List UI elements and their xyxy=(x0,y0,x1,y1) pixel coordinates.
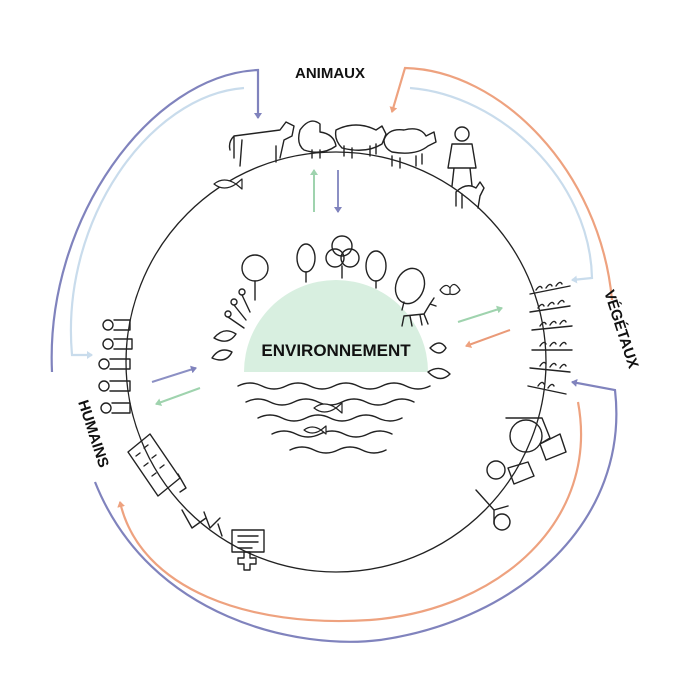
outer-arcs xyxy=(50,66,618,643)
label-environnement: ENVIRONNEMENT xyxy=(261,341,411,360)
flower-icon xyxy=(224,288,251,329)
bat-icon xyxy=(439,283,461,296)
environment-dome xyxy=(244,280,428,372)
leaf-icon xyxy=(211,330,451,380)
farmer-tractor-icon xyxy=(475,489,511,531)
arc-humains-animaux xyxy=(50,68,262,373)
tree-icon xyxy=(241,235,426,311)
arc-humains-vegetaux xyxy=(93,378,618,643)
person-icon xyxy=(98,319,133,414)
pharmacy-icon xyxy=(231,529,265,571)
building-icon xyxy=(127,433,187,497)
inner-arrows xyxy=(151,169,511,407)
chicken-icon xyxy=(297,120,337,159)
fish-icon xyxy=(303,402,343,435)
arrow-env-to-humains xyxy=(155,387,201,407)
animals-group xyxy=(213,120,485,209)
tractor-icon xyxy=(486,417,567,485)
cow-icon xyxy=(228,121,295,167)
humans-group xyxy=(98,319,265,571)
pig-icon xyxy=(334,124,387,159)
label-humains: HUMAINS xyxy=(74,398,112,470)
arrow-vegetaux-to-env xyxy=(465,329,511,349)
environment-core: ENVIRONNEMENT xyxy=(211,235,461,454)
label-vegetaux: VÉGÉTAUX xyxy=(600,288,641,371)
crop-icon xyxy=(527,281,573,395)
cheese-icon xyxy=(181,509,223,537)
label-animaux: ANIMAUX xyxy=(295,65,365,82)
wave-icon xyxy=(237,382,431,454)
farmer-icon xyxy=(447,126,477,187)
arc-animaux-vegetaux xyxy=(409,86,594,284)
arc-vegetaux-animaux xyxy=(389,66,614,301)
arrow-humains-to-env xyxy=(151,365,197,383)
dog-icon xyxy=(455,181,485,209)
fish-icon xyxy=(213,178,243,190)
sheep-icon xyxy=(383,128,437,169)
arc-animaux-humains xyxy=(69,86,245,359)
deer-icon xyxy=(401,297,437,327)
arrow-env-to-vegetaux xyxy=(457,305,503,323)
inner-circle xyxy=(125,151,547,573)
arc-vegetaux-humains xyxy=(117,401,583,623)
